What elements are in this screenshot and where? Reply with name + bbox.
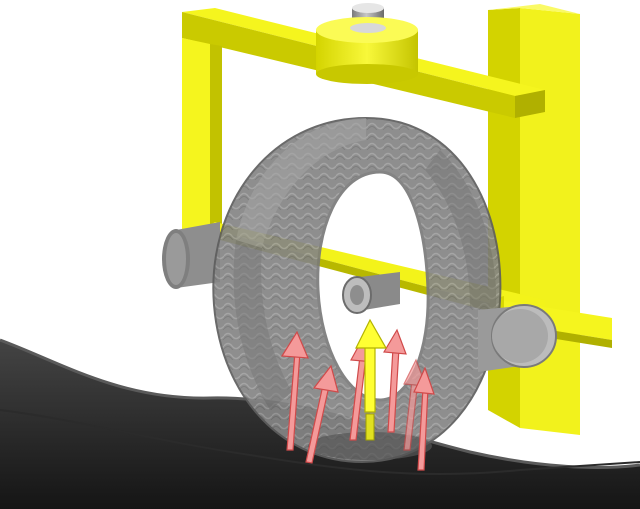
- axle: [162, 222, 220, 289]
- top-hub: [316, 17, 418, 84]
